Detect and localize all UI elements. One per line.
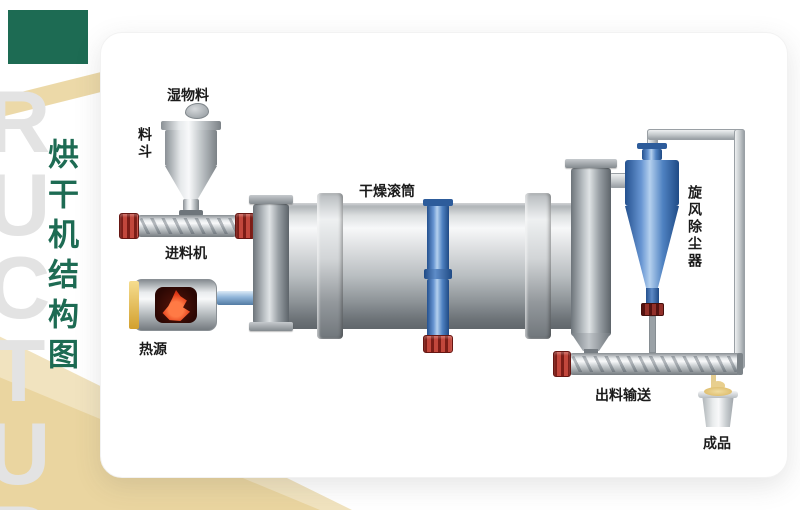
green-corner-block — [8, 10, 88, 64]
cyclone-rotary-valve — [641, 303, 664, 316]
wet-material-icon — [185, 103, 209, 119]
product-bucket — [702, 397, 734, 427]
heat-source-label: 热源 — [139, 341, 167, 357]
exhaust-horizontal-pipe — [647, 129, 745, 140]
discharge-conveyor-tube — [569, 353, 741, 375]
cyclone-outlet-stub — [646, 288, 659, 304]
hopper-outlet-flange — [179, 210, 203, 216]
hopper-body — [165, 130, 217, 166]
diagram-card: 湿物料 料斗 进料机 热源 干燥滚筒 — [100, 32, 788, 478]
drum-riding-ring-right — [525, 193, 551, 339]
wet-material-label: 湿物料 — [167, 87, 209, 103]
hopper-neck — [183, 199, 199, 211]
hopper-label: 料斗 — [137, 127, 153, 161]
hopper-rim — [161, 121, 221, 130]
exhaust-box-top-flange — [565, 159, 617, 168]
feed-conveyor-right-coupling — [235, 213, 255, 239]
discharge-label: 出料输送 — [595, 387, 651, 403]
inlet-head-bottom-flange — [249, 322, 293, 331]
page-title: 烘干机结构图 — [43, 138, 78, 378]
feeder-label: 进料机 — [165, 245, 207, 261]
cyclone-label: 旋风除尘器 — [687, 185, 703, 270]
hopper-funnel — [165, 166, 217, 200]
hot-air-duct — [217, 291, 255, 305]
furnace-end-cap — [129, 281, 139, 329]
drum-pipe-coupling — [424, 269, 452, 279]
feed-conveyor-screw — [139, 218, 235, 234]
cyclone-cone — [625, 206, 679, 290]
discharge-conveyor-end-cap — [737, 353, 743, 375]
cyclone-top-flange — [637, 143, 667, 149]
watermark-text: RUCTURE — [0, 72, 68, 510]
product-label: 成品 — [703, 435, 731, 451]
bucket-contents — [704, 387, 732, 396]
drum-pipe-upper — [427, 205, 449, 271]
cyclone-cylinder — [625, 160, 679, 206]
drum-pipe-lower — [427, 279, 449, 337]
product-pile — [711, 381, 725, 390]
inlet-head — [253, 204, 289, 324]
drum-riding-ring-left — [317, 193, 343, 339]
feed-conveyor-tube — [137, 215, 237, 237]
exhaust-down-pipe — [734, 129, 745, 369]
drum-pipe-base — [423, 335, 453, 353]
drum-pipe-top-flange — [423, 199, 453, 206]
discharge-conveyor-coupling — [553, 351, 571, 377]
drum-label: 干燥滚筒 — [359, 183, 415, 199]
feed-conveyor-left-coupling — [119, 213, 139, 239]
inlet-head-top-flange — [249, 195, 293, 204]
discharge-conveyor-screw — [571, 356, 739, 372]
exhaust-box — [571, 168, 611, 336]
discharge-chute — [571, 333, 611, 351]
cyclone-cap — [642, 149, 662, 160]
cyclone-drop-pipe — [649, 316, 656, 353]
